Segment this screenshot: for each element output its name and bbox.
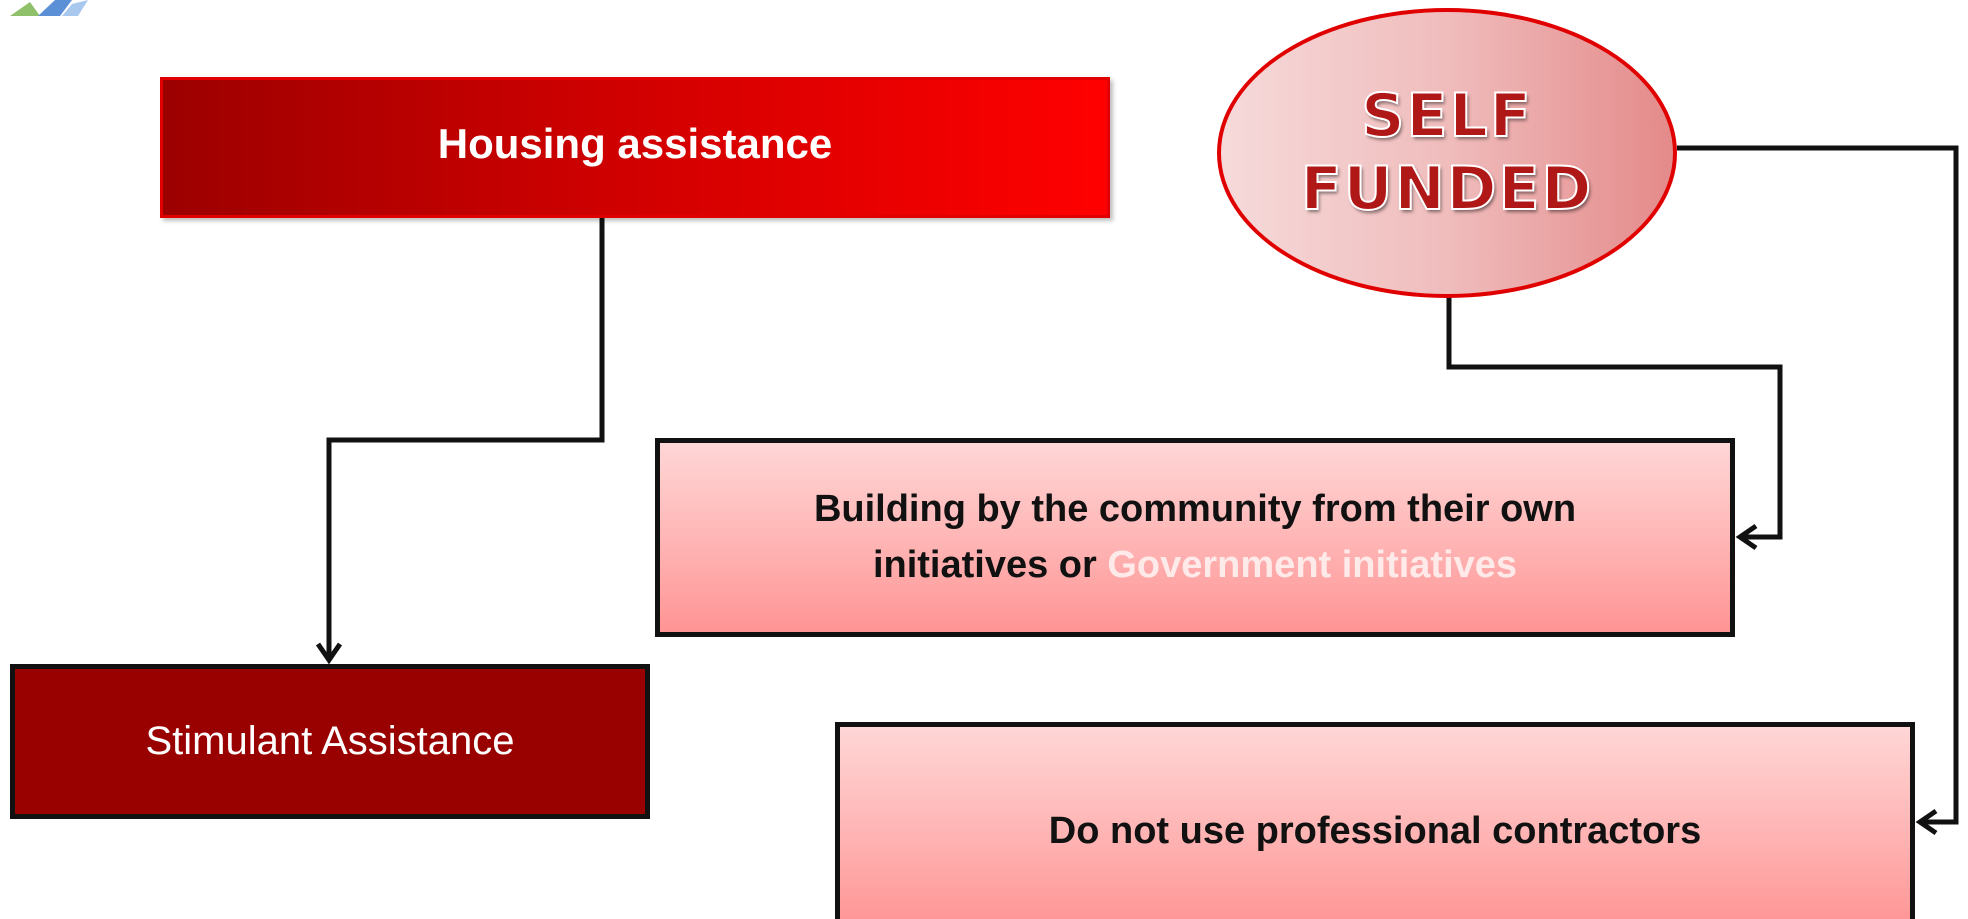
- housing-assistance-box: Housing assistance: [160, 77, 1110, 218]
- arrowhead-contractors-icon: [1915, 808, 1938, 836]
- arrowhead-stimulant-icon: [315, 642, 343, 665]
- stimulant-assistance-box: Stimulant Assistance: [10, 664, 650, 819]
- self-funded-line2: FUNDED: [1300, 153, 1594, 225]
- connector-housing-to-stimulant: [326, 218, 605, 660]
- building-line1: Building by the community from their own: [813, 488, 1577, 531]
- self-funded-ellipse: SELF FUNDED: [1217, 8, 1677, 298]
- government-initiatives-highlight: Government initiatives: [1107, 543, 1518, 586]
- building-line2-prefix: initiatives or: [872, 543, 1108, 586]
- building-community-box: Building by the community from their own…: [655, 438, 1735, 637]
- no-professional-contractors-box: Do not use professional contractors: [835, 722, 1915, 919]
- stimulant-assistance-label: Stimulant Assistance: [145, 719, 515, 763]
- arrowhead-building-icon: [1735, 523, 1758, 551]
- housing-assistance-label: Housing assistance: [437, 119, 833, 167]
- logo-fragment-icon: [10, 0, 88, 16]
- contractors-label: Do not use professional contractors: [1048, 809, 1702, 852]
- self-funded-line1: SELF: [1360, 80, 1533, 152]
- building-line2: initiatives or Government initiatives: [814, 538, 1576, 593]
- building-text: Building by the community from their own…: [814, 482, 1576, 592]
